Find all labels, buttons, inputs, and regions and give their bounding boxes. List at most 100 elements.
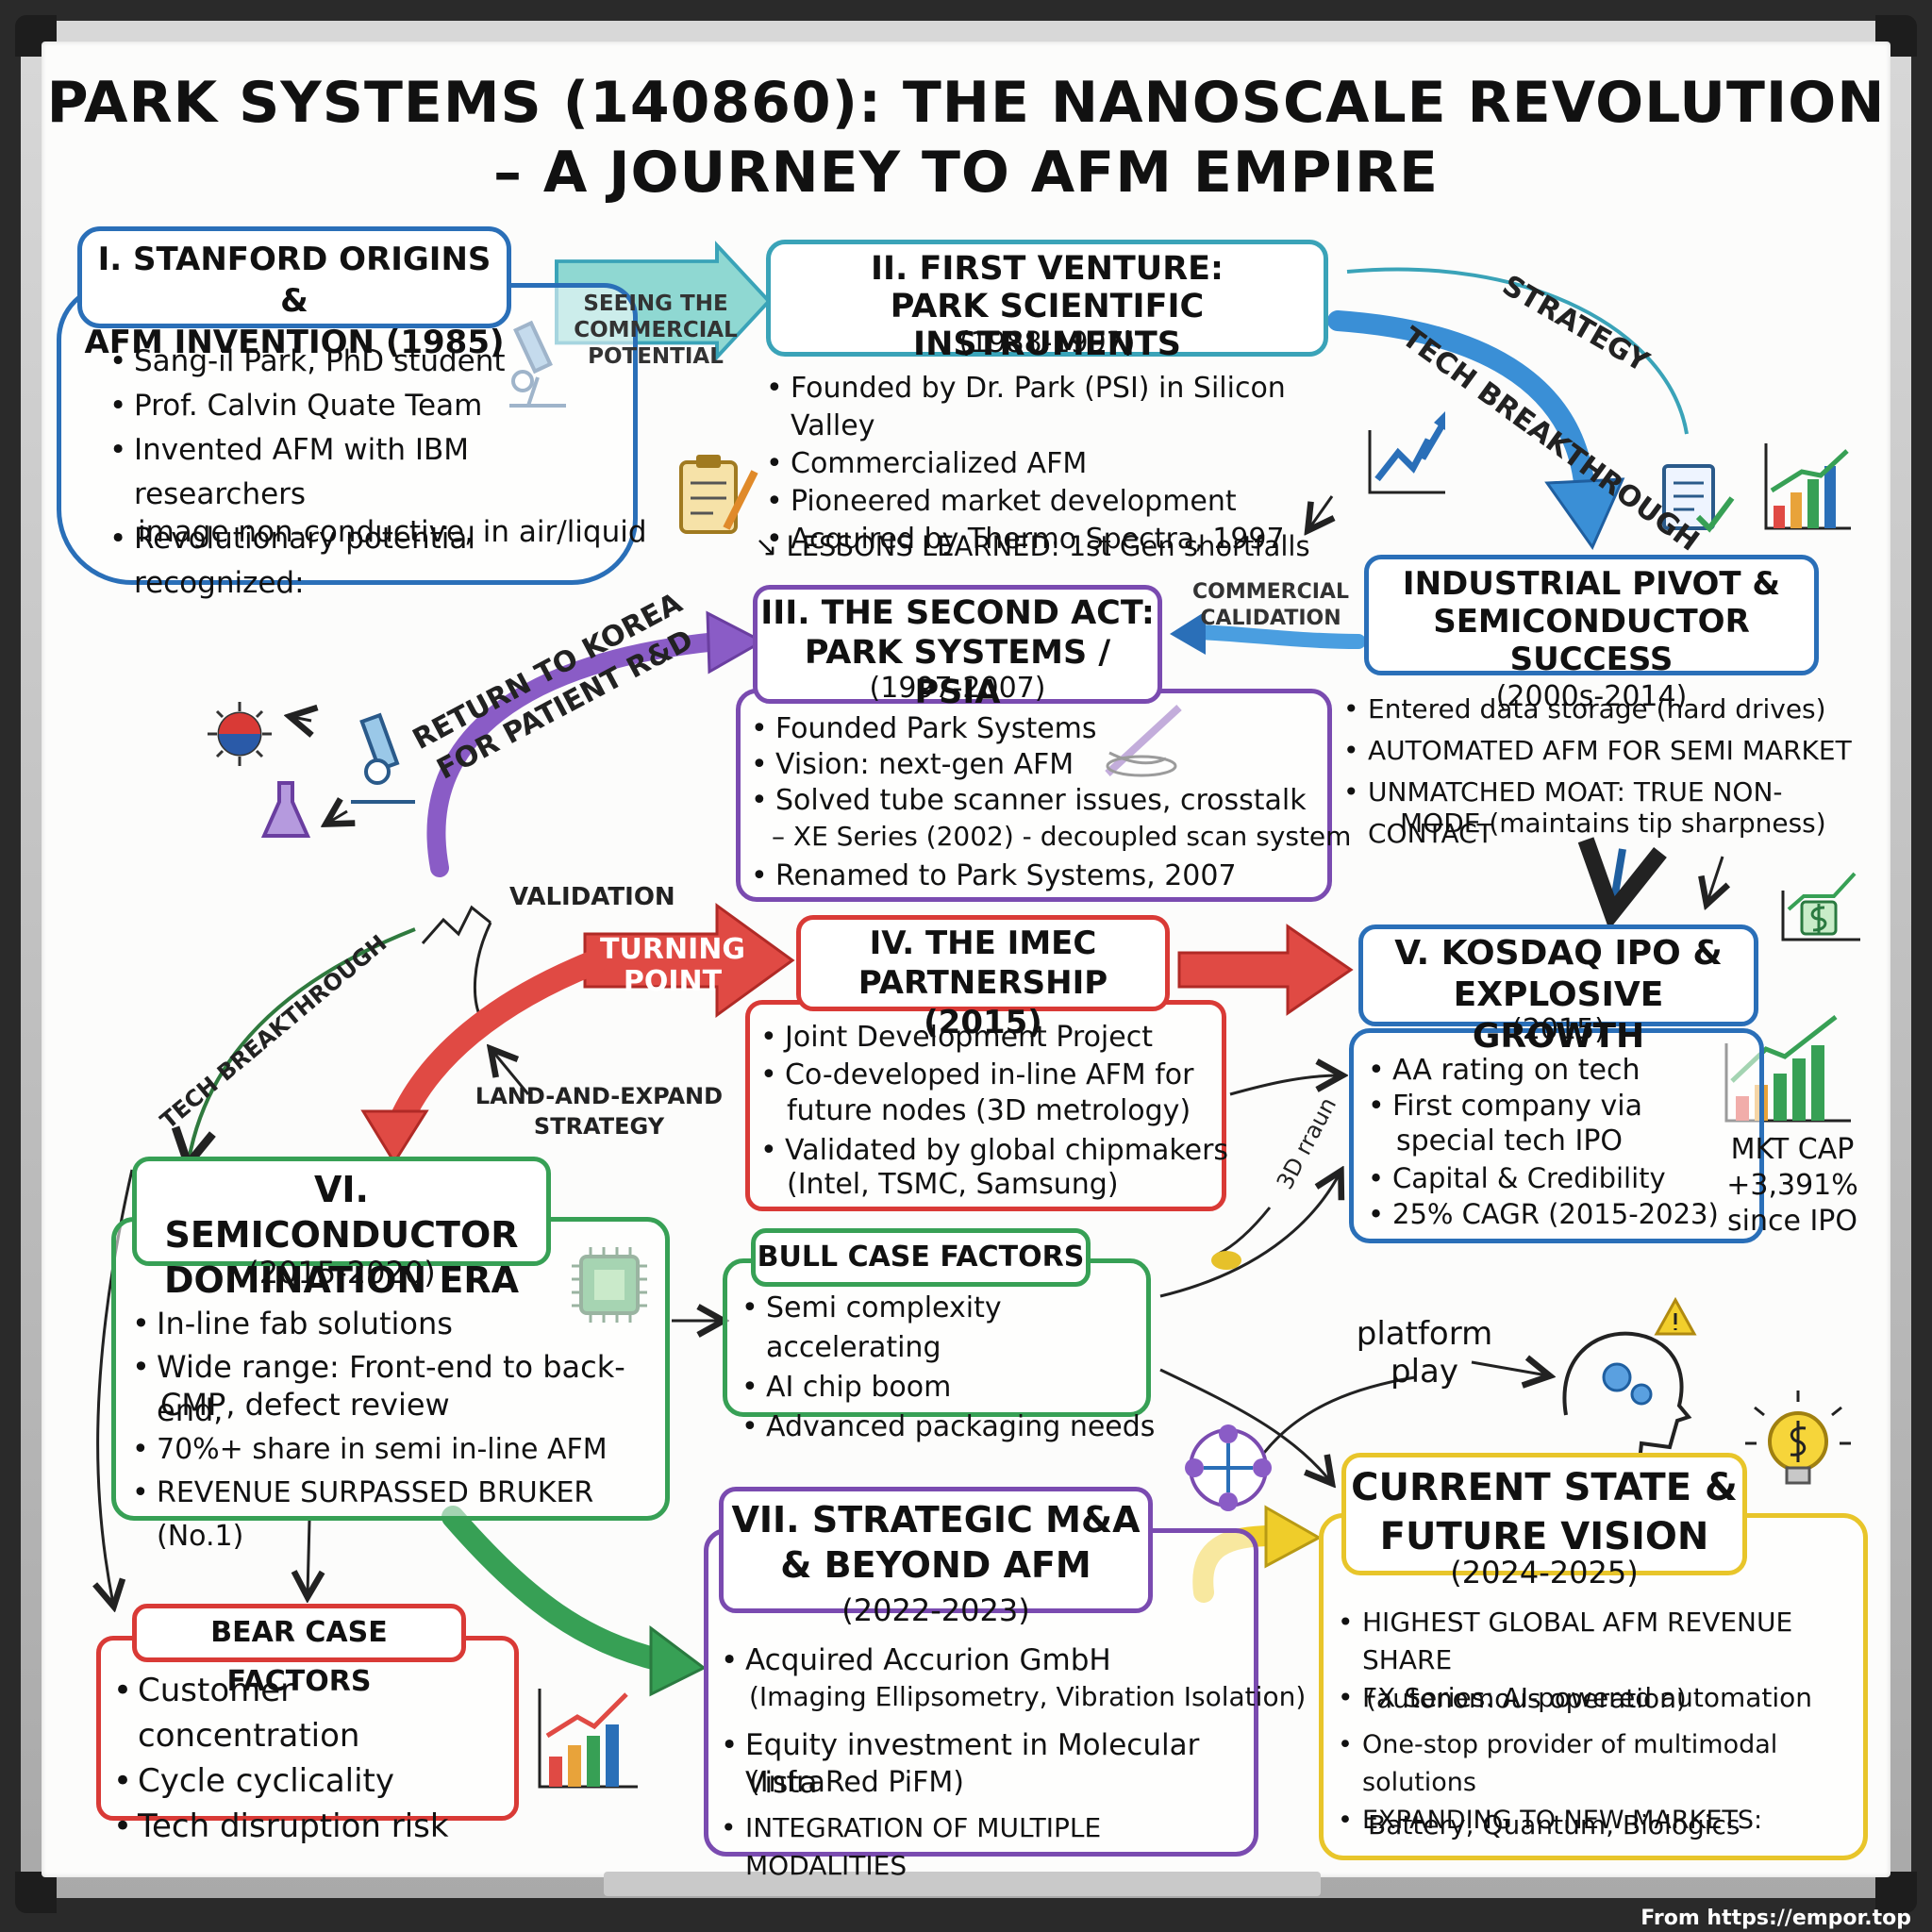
bullet: Acquired Accurion GmbH [721, 1641, 1249, 1679]
section-iii-sub: – XE Series (2002) - decoupled scan syst… [772, 821, 1352, 852]
section-v-bullets-2: Capital & Credibility 25% CAGR (2015-202… [1368, 1160, 1764, 1232]
bullet: Invented AFM with IBM researchers [109, 428, 638, 517]
arrow-iv-v [1229, 1075, 1340, 1096]
korea-flag-icon [208, 702, 272, 766]
title-line-2: – A JOURNEY TO AFM EMPIRE [492, 140, 1440, 206]
label-seeing-potential: SEEING THE COMMERCIAL POTENTIAL [566, 291, 745, 370]
heading-line: II. FIRST VENTURE: [870, 250, 1224, 288]
section-i-bullets: Sang-il Park, PhD student Prof. Calvin Q… [109, 340, 638, 606]
bullet: Validated by global chipmakers [760, 1132, 1232, 1170]
bullet: 25% CAGR (2015-2023) [1368, 1196, 1764, 1232]
dollar-symbol [1790, 1421, 1807, 1462]
lessons-text: LESSONS LEARNED: 1st Gen shortfalls [786, 530, 1310, 562]
section-vi-years: (2015-2020) [247, 1255, 436, 1291]
bullet: Vision: next-gen AFM [751, 747, 1336, 783]
arrow-platform [1262, 1375, 1416, 1454]
bullet: Equity investment in Molecular Vista [721, 1726, 1249, 1802]
bullet: Entered data storage (hard drives) [1343, 689, 1890, 730]
bear-case-bullets: Customer concentration Cycle cyclicality… [113, 1668, 519, 1849]
bar-chart-icon [1764, 443, 1851, 530]
arrow-green-to-vii-head [649, 1625, 707, 1697]
arrow-to-ipo [1177, 924, 1354, 1016]
frame-corner [15, 1872, 57, 1913]
section-vi-bullets-2: 70%+ share in semi in-line AFM REVENUE S… [132, 1428, 679, 1558]
arrow-land-expand [384, 950, 607, 1144]
pivot-heading: INDUSTRIAL PIVOT & SEMICONDUCTOR SUCCESS… [1364, 555, 1819, 713]
label-validation: VALIDATION [509, 883, 675, 911]
heading-line: PARK SYSTEMS / PSIA [804, 634, 1111, 711]
heading-line: III. THE SECOND ACT: [760, 594, 1155, 632]
section-v-heading: V. KOSDAQ IPO & EXPLOSIVE GROWTH [1358, 924, 1758, 1056]
section-iv-heading: IV. THE IMEC PARTNERSHIP (2015) [796, 915, 1170, 1041]
current-state-heading: CURRENT STATE & FUTURE VISION [1341, 1453, 1747, 1575]
section-iv-cont2: (Intel, TSMC, Samsung) [787, 1168, 1119, 1201]
bullet: UNMATCHED MOAT: TRUE NON-CONTACT [1343, 772, 1890, 855]
section-ii-years: (1988-1997) [958, 326, 1136, 359]
bullet: Prof. Calvin Quate Team [109, 384, 638, 428]
section-v-cont: special tech IPO [1396, 1124, 1624, 1158]
heading-line: VI. SEMICONDUCTOR [164, 1169, 519, 1256]
section-vi-heading: VI. SEMICONDUCTOR DOMINATION ERA [132, 1157, 551, 1301]
head-gears-icon [1562, 1296, 1697, 1463]
arrow-commercial-validation [1191, 625, 1366, 649]
current-b2c: (autonomous operation) [1366, 1683, 1687, 1714]
section-iv-bullets: Joint Development Project Co-developed i… [760, 1019, 1232, 1094]
arrow-yellow-head [1264, 1505, 1323, 1569]
label-line: CALIDATION [1200, 607, 1341, 630]
bullet: Revolutionary potential recognized: [109, 517, 638, 606]
label-line: platform [1356, 1315, 1493, 1353]
bear-case-heading: BEAR CASE FACTORS [132, 1604, 466, 1698]
label-land-expand: LAND-AND-EXPAND STRATEGY [472, 1081, 726, 1141]
arrow-tech-strategy-head [1544, 477, 1625, 551]
label-platform-play: platform play [1340, 1315, 1509, 1391]
bullet: Customer concentration [113, 1668, 519, 1758]
heading-line: PARK SCIENTIFIC INSTRUMENTS [890, 288, 1205, 363]
heading-line: EXPLOSIVE GROWTH [1453, 975, 1664, 1056]
label-turning-point: TURNING POINT [592, 934, 753, 998]
section-iv-bullets-2: Validated by global chipmakers [760, 1132, 1232, 1170]
cycle-arrow [292, 717, 311, 721]
section-v-years: (2015) [1511, 1013, 1606, 1046]
label-line: STRATEGY [533, 1113, 665, 1140]
bullet: One-stop provider of multimodal solution… [1338, 1726, 1866, 1802]
section-iv-cont1: future nodes (3D metrology) [787, 1094, 1191, 1127]
section-vii-bullet-3: INTEGRATION OF MULTIPLE MODALITIES [721, 1809, 1249, 1885]
section-vi-bullets: In-line fab solutions Wide range: Front-… [132, 1302, 679, 1432]
bullet: Advanced packaging needs [741, 1407, 1157, 1447]
mktcap-line: since IPO [1726, 1205, 1858, 1238]
section-iii-years: (1997-2007) [869, 672, 1046, 705]
current-b4c: Battery, Quantum, Biologics [1368, 1809, 1740, 1840]
section-vii-b2c: (InfraRed PiFM) [749, 1766, 964, 1799]
flask-icon [260, 781, 311, 838]
bullet: Founded by Dr. Park (PSI) in Silicon Val… [766, 370, 1370, 445]
dollar-symbol [1810, 904, 1827, 934]
heading-line: I. STANFORD ORIGINS & [97, 241, 491, 320]
arrow-bull-v [1159, 1174, 1340, 1298]
arrow-tech-strategy [1327, 310, 1595, 501]
bullet: AA rating on tech [1368, 1053, 1745, 1089]
heading-line: IV. THE IMEC [869, 924, 1097, 962]
clipboard-icon [679, 455, 758, 534]
mktcap-line: MKT CAP [1730, 1133, 1855, 1166]
lessons-arrow-icon: ↘ [755, 530, 787, 562]
bullet: In-line fab solutions [132, 1302, 679, 1345]
bullet: First company via [1368, 1089, 1745, 1124]
label-line: LAND-AND-EXPAND [475, 1083, 724, 1109]
arrow-platform-icon [1471, 1362, 1547, 1375]
pivot-bullets: Entered data storage (hard drives) AUTOM… [1343, 689, 1890, 855]
bullet: REVENUE SURPASSED BRUKER (No.1) [132, 1472, 679, 1558]
bullet: AI chip boom [741, 1368, 1157, 1407]
section-vii-heading: VII. STRATEGIC M&A & BEYOND AFM [719, 1487, 1153, 1613]
section-vi-cont: CMP, defect review [160, 1387, 450, 1423]
heading-line: CURRENT STATE & [1351, 1466, 1738, 1509]
source-footer: From https://empor.top [1641, 1907, 1911, 1930]
frame-corner [1875, 1872, 1917, 1913]
arrow-commercial-validation-head [1170, 611, 1206, 655]
section-vii-bullet-2: Equity investment in Molecular Vista [721, 1726, 1249, 1802]
section-iii-last: Renamed to Park Systems, 2007 [751, 858, 1336, 894]
bullet: Founded Park Systems [751, 711, 1336, 747]
arrow-land-label [492, 1051, 530, 1095]
bullet: Renamed to Park Systems, 2007 [751, 858, 1336, 894]
section-ii-lessons: ↘ LESSONS LEARNED: 1st Gen shortfalls [755, 530, 1310, 562]
heading-line: INDUSTRIAL PIVOT & [1402, 565, 1781, 603]
